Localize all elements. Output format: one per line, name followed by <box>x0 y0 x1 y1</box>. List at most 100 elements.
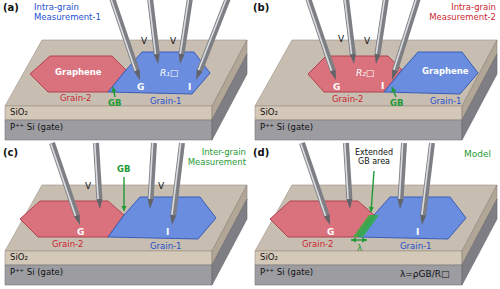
sio2-layer <box>255 106 462 120</box>
probe-highlight <box>376 0 385 54</box>
probe-tip <box>392 70 398 80</box>
panel: SiO₂P⁺⁺ Si (gate)GR₂□IGrain-2GrapheneGra… <box>250 0 500 144</box>
layer-label: P⁺⁺ Si (gate) <box>260 268 313 278</box>
probe-label: G <box>137 82 144 92</box>
probe-label: I <box>416 227 419 237</box>
probe-tip <box>154 54 160 64</box>
probe-label: I <box>381 81 384 91</box>
region-label: Extended GB area <box>351 148 397 166</box>
probe-tip <box>346 199 352 209</box>
sio2-layer <box>255 251 462 265</box>
probe-tip <box>134 70 140 80</box>
arrow-head <box>351 237 356 242</box>
grain-boundary-label: GB <box>108 99 121 109</box>
grain-label: Grain-1 <box>400 242 432 252</box>
silicon-side <box>462 199 497 285</box>
formula-label: λ=ρGB/R□ <box>400 269 450 279</box>
silicon-layer <box>255 265 462 285</box>
arrow-head <box>121 206 126 211</box>
layer-label: SiO₂ <box>260 253 278 263</box>
resistance-label: R₂□ <box>356 68 374 78</box>
layer-label: P⁺⁺ Si (gate) <box>10 123 63 133</box>
probe-shaft <box>173 143 182 215</box>
probe-label: V <box>158 181 164 191</box>
probe-label: G <box>77 227 84 237</box>
probe-label: G <box>333 82 340 92</box>
layer-label: P⁺⁺ Si (gate) <box>10 268 63 278</box>
panel-letter: (c) <box>3 147 18 159</box>
probe-shaft <box>423 143 432 215</box>
sio2-surface <box>255 185 497 251</box>
probe-label: V <box>170 36 176 46</box>
probe-highlight <box>180 0 189 54</box>
probe-highlight <box>422 143 431 215</box>
measurement-title: Inter-grain Measurement <box>166 148 246 168</box>
extended-gb-band <box>353 215 379 237</box>
probe-tip <box>96 199 102 209</box>
probe-tip <box>324 215 330 225</box>
probe-tip <box>375 54 381 64</box>
model-title: Model <box>464 149 491 159</box>
graphene-grain: GR₁□IGrain-1 <box>108 52 210 94</box>
probe-highlight <box>394 0 417 70</box>
probe-highlight <box>399 143 402 199</box>
substrate-slab: SiO₂P⁺⁺ Si (gate)GGrain-2IGrain-1 <box>5 185 247 285</box>
layer-label: SiO₂ <box>260 108 278 118</box>
probe-tip <box>148 199 154 209</box>
probe-tip <box>398 199 404 209</box>
graphene-grain: GrapheneGrain-2 <box>30 56 126 92</box>
arrow-line <box>123 177 124 211</box>
probe-tip <box>330 70 336 80</box>
grain-hexagon <box>108 52 210 94</box>
sio2-layer <box>5 106 212 120</box>
arrow-head <box>362 237 367 242</box>
substrate-slab: SiO₂P⁺⁺ Si (gate)GGrain-2IGrain-1 <box>255 185 497 285</box>
arrow-head <box>391 87 396 93</box>
arrow-line <box>392 87 396 97</box>
probe-label: V <box>338 34 344 44</box>
layer-label: P⁺⁺ Si (gate) <box>260 123 313 133</box>
probe-highlight <box>301 143 326 216</box>
material-label: Graphene <box>422 67 469 77</box>
sio2-surface <box>5 185 247 251</box>
probe-shaft <box>302 143 327 216</box>
silicon-layer <box>255 120 462 140</box>
grain-boundary-label: GB <box>117 165 130 175</box>
width-symbol: λ <box>357 243 362 253</box>
probe-shaft <box>200 0 228 71</box>
arrow-head <box>111 87 116 92</box>
layer-label: SiO₂ <box>10 108 28 118</box>
grain-label: Grain-1 <box>430 97 462 107</box>
probe-shaft <box>395 0 418 70</box>
layer-label: SiO₂ <box>10 253 28 263</box>
silicon-side <box>212 54 247 140</box>
sio2-layer <box>5 251 212 265</box>
probe-shaft <box>52 143 77 216</box>
panel: SiO₂ P⁺⁺ Si (gate) GrapheneGrain-2G R₁□ I Gra… <box>0 0 250 144</box>
probe-highlight <box>51 143 76 216</box>
arrow-line <box>371 171 374 212</box>
panel: SiO₂P⁺⁺ Si (gate)GGrain-2IGrain-1(c)Inte… <box>0 145 250 289</box>
panel-letter: (d) <box>253 147 269 159</box>
probe-label: G <box>327 227 334 237</box>
probe-highlight <box>149 143 152 199</box>
grain-label: Grain-1 <box>150 242 182 252</box>
panel-letter: (b) <box>253 2 269 14</box>
probe-shaft <box>150 0 157 54</box>
resistance-label: R₁□ <box>160 68 178 78</box>
probe-shaft <box>346 0 353 54</box>
grain-label: Grain-2 <box>60 94 92 104</box>
probe-label: V <box>141 36 147 46</box>
measurement-title: Intra-grain Measurement-2 <box>416 3 496 23</box>
probe-shaft <box>181 0 190 54</box>
silicon-side <box>212 199 247 285</box>
measurement-title: Intra-grain Measurement-1 <box>34 3 114 23</box>
probe-label: V <box>85 181 91 191</box>
probe-label: I <box>188 82 191 92</box>
substrate-slab: SiO₂ P⁺⁺ Si (gate) GrapheneGrain-2G R₁□ I Gra… <box>5 40 247 140</box>
probe-highlight <box>345 143 348 199</box>
grain-shape <box>30 56 126 92</box>
probe-tip <box>196 70 202 80</box>
silicon-layer <box>5 265 212 285</box>
probe-tip <box>179 54 185 64</box>
